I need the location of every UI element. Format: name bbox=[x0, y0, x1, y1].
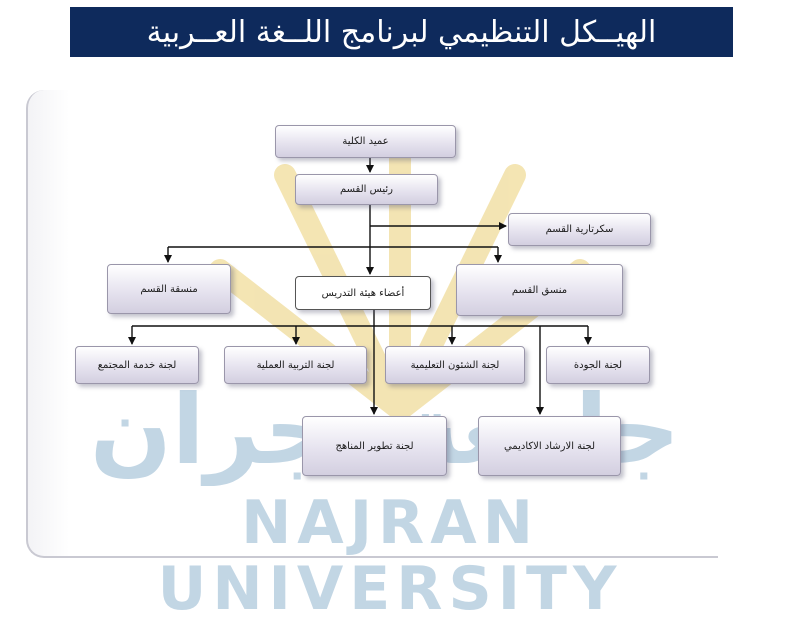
node-secretary: سكرتارية القسم bbox=[508, 213, 651, 246]
node-faculty-members: أعضاء هيئة التدريس bbox=[295, 276, 431, 310]
node-committee-academic-advising: لجنة الارشاد الاكاديمي bbox=[478, 416, 621, 476]
page-title: الهيــكل التنظيمي لبرنامج اللــغة العــر… bbox=[70, 7, 733, 57]
connector-lines bbox=[128, 158, 592, 415]
node-female-coordinator: منسقة القسم bbox=[107, 264, 231, 314]
node-dean: عميد الكلية bbox=[275, 125, 456, 158]
node-committee-curriculum-development: لجنة تطوير المناهج bbox=[302, 416, 447, 476]
node-committee-quality: لجنة الجودة bbox=[546, 346, 650, 384]
node-committee-community-service: لجنة خدمة المجتمع bbox=[75, 346, 199, 384]
node-department-head: رئيس القسم bbox=[295, 174, 438, 205]
node-committee-field-education: لجنة التربية العملية bbox=[224, 346, 367, 384]
node-committee-academic-affairs: لجنة الشئون التعليمية bbox=[385, 346, 525, 384]
node-male-coordinator: منسق القسم bbox=[456, 264, 623, 316]
